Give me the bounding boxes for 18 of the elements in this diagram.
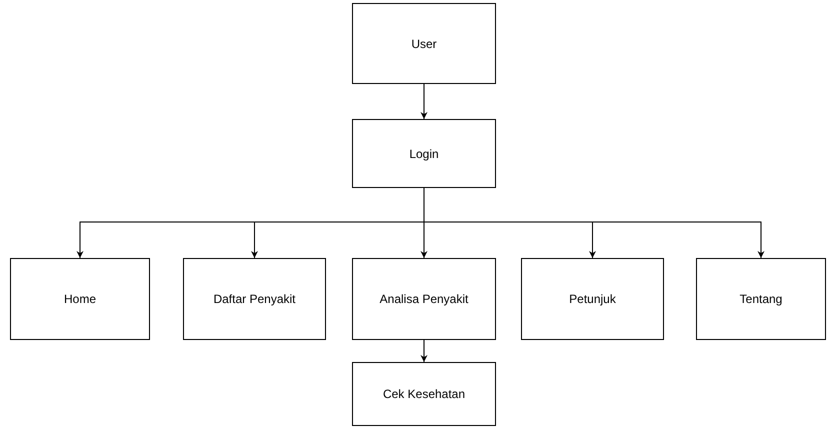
menu-box	[352, 3, 496, 84]
node-label: Home	[64, 292, 96, 306]
node-label: Login	[409, 146, 439, 160]
node-label: Petunjuk	[569, 292, 616, 306]
arrow	[420, 84, 428, 120]
menu-box	[10, 258, 150, 340]
node-label: Daftar Penyakit	[213, 292, 296, 306]
menu-box	[696, 258, 826, 340]
menu-box	[352, 258, 496, 340]
node-label: Tentang	[740, 292, 782, 306]
node-label: Analisa Penyakit	[380, 292, 468, 306]
menu-box	[352, 119, 496, 188]
menu-box	[521, 258, 664, 340]
menu-box	[183, 258, 326, 340]
arrow	[420, 340, 428, 362]
node-label: Cek Kesehatan	[382, 387, 466, 401]
node-label: User	[411, 36, 437, 50]
menu-box	[352, 362, 496, 426]
